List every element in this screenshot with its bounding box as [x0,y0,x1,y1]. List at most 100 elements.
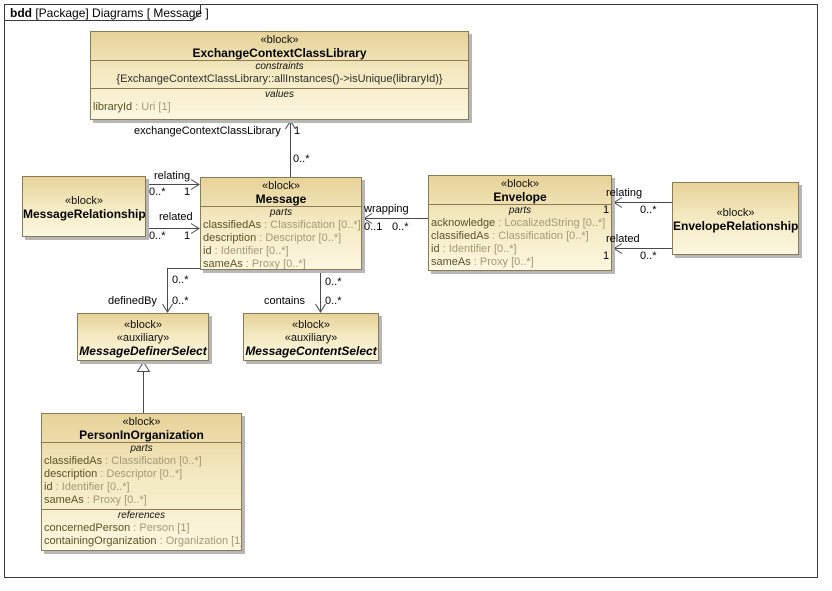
stereotype-label: «block» [716,206,755,219]
role-label-relating: relating [606,187,643,199]
part-property: classifiedAs : Classification [0..*] [203,219,361,231]
multiplicity-label: 1 [294,125,301,137]
multiplicity-label: 1 [603,250,610,262]
block-message-content-select[interactable]: «block» «auxiliary» MessageContentSelect [243,313,379,361]
parts-compartment: parts classifiedAs : Classification [0..… [42,442,241,509]
part-property: id : Identifier [0..*] [203,245,289,257]
part-property: classifiedAs : Classification [0..*] [431,230,589,242]
multiplicity-label: 0..* [325,295,342,307]
block-name: MessageRelationship [23,206,146,221]
stereotype-label: «auxiliary» [284,331,338,344]
stereotype-label: «auxiliary» [116,331,170,344]
multiplicity-label: 0..* [149,230,166,242]
block-envelope[interactable]: «block» Envelope parts acknowledge : Loc… [428,175,612,271]
connector-exchange-context-class-library[interactable] [285,120,296,177]
block-header: «block» MessageRelationship [23,193,146,221]
diagram-frame-tab [4,4,201,21]
block-name: MessageContentSelect [245,343,377,358]
block-header: «block» PersonInOrganization [42,414,241,442]
block-name: Envelope [493,190,547,204]
role-label-exchange-context-class-library: exchangeContextClassLibrary [134,125,281,137]
parts-compartment: parts classifiedAs : Classification [0..… [201,206,361,269]
multiplicity-label: 0..* [293,153,310,165]
part-property: acknowledge : LocalizedString [0..*] [431,217,606,229]
connector-contains[interactable] [315,271,326,313]
value-property: libraryId : Uri [1] [93,101,171,113]
block-exchange-context-class-library[interactable]: «block» ExchangeContextClassLibrary cons… [90,31,469,120]
block-message-definer-select[interactable]: «block» «auxiliary» MessageDefinerSelect [77,313,209,361]
parts-compartment: parts acknowledge : LocalizedString [0..… [429,204,611,270]
block-header: «block» Message [201,178,361,206]
compartment-label: values [265,89,294,100]
block-header: «block» Envelope [429,176,611,204]
part-property: sameAs : Proxy [0..*] [431,256,534,268]
stereotype-label: «block» [124,318,162,331]
block-message[interactable]: «block» Message parts classifiedAs : Cla… [200,177,362,270]
connector-defined-by[interactable] [162,268,201,313]
part-property: classifiedAs : Classification [0..*] [44,455,202,467]
compartment-label: parts [130,443,153,454]
part-property: id : Identifier [0..*] [431,243,517,255]
reference-property: containingOrganization : Organization [1… [44,535,241,547]
block-header: «block» EnvelopeRelationship [673,205,798,233]
diagram-kind: bdd [10,6,32,20]
block-header: «block» «auxiliary» MessageDefinerSelect [78,317,208,358]
connector-envelope-related[interactable] [613,243,672,254]
multiplicity-label: 0..1 [364,221,383,233]
diagram-title-text: [Package] Diagrams [ Message ] [32,6,209,20]
role-label-relating: relating [154,170,191,182]
values-compartment: values libraryId : Uri [1] [91,88,468,119]
role-label-defined-by: definedBy [108,295,157,307]
stereotype-label: «block» [262,180,300,192]
multiplicity-label: 0..* [640,250,657,262]
role-label-related: related [606,233,640,245]
role-label-related: related [159,211,193,223]
diagram-frame [4,4,818,578]
block-name: PersonInOrganization [79,428,204,442]
compartment-label: parts [508,205,532,216]
diagram-title: bdd [Package] Diagrams [ Message ] [10,6,209,20]
constraints-compartment: constraints {ExchangeContextClassLibrary… [91,60,468,88]
part-property: sameAs : Proxy [0..*] [44,494,147,506]
multiplicity-label: 0..* [149,186,166,198]
stereotype-label: «block» [65,194,103,207]
block-header: «block» «auxiliary» MessageContentSelect [244,317,378,358]
multiplicity-label: 0..* [640,204,657,216]
multiplicity-label: 0..* [172,295,189,307]
part-property: description : Descriptor [0..*] [203,232,342,244]
block-name: Message [255,192,307,206]
multiplicity-label: 1 [603,204,610,216]
compartment-label: parts [269,207,293,218]
multiplicity-label: 1 [184,230,191,242]
connector-wrapping[interactable] [363,213,428,224]
role-label-wrapping: wrapping [364,203,409,215]
references-compartment: references concernedPerson : Person [1] … [42,509,241,550]
multiplicity-label: 0..* [392,221,409,233]
role-label-contains: contains [264,295,305,307]
block-person-in-organization[interactable]: «block» PersonInOrganization parts class… [41,413,242,551]
part-property: sameAs : Proxy [0..*] [203,258,306,269]
multiplicity-label: 0..* [172,274,189,286]
stereotype-label: «block» [260,34,299,46]
block-message-relationship[interactable]: «block» MessageRelationship [22,176,146,237]
block-name: EnvelopeRelationship [673,218,799,233]
compartment-label: references [117,510,166,521]
reference-property: concernedPerson : Person [1] [44,522,190,534]
part-property: id : Identifier [0..*] [44,481,130,493]
connector-generalization[interactable] [136,361,151,413]
constraint-text: {ExchangeContextClassLibrary::allInstanc… [116,73,443,85]
multiplicity-label: 1 [184,186,191,198]
stereotype-label: «block» [122,416,161,428]
block-name: ExchangeContextClassLibrary [192,46,367,60]
connector-message-relating[interactable] [147,179,200,190]
stereotype-label: «block» [501,178,539,190]
block-envelope-relationship[interactable]: «block» EnvelopeRelationship [672,182,799,255]
stereotype-label: «block» [292,318,330,331]
block-header: «block» ExchangeContextClassLibrary [91,32,468,60]
block-name: MessageDefinerSelect [79,343,207,358]
multiplicity-label: 0..* [325,276,342,288]
connector-message-related[interactable] [147,223,200,234]
connector-envelope-relating[interactable] [613,197,672,208]
compartment-label: constraints [255,61,304,72]
